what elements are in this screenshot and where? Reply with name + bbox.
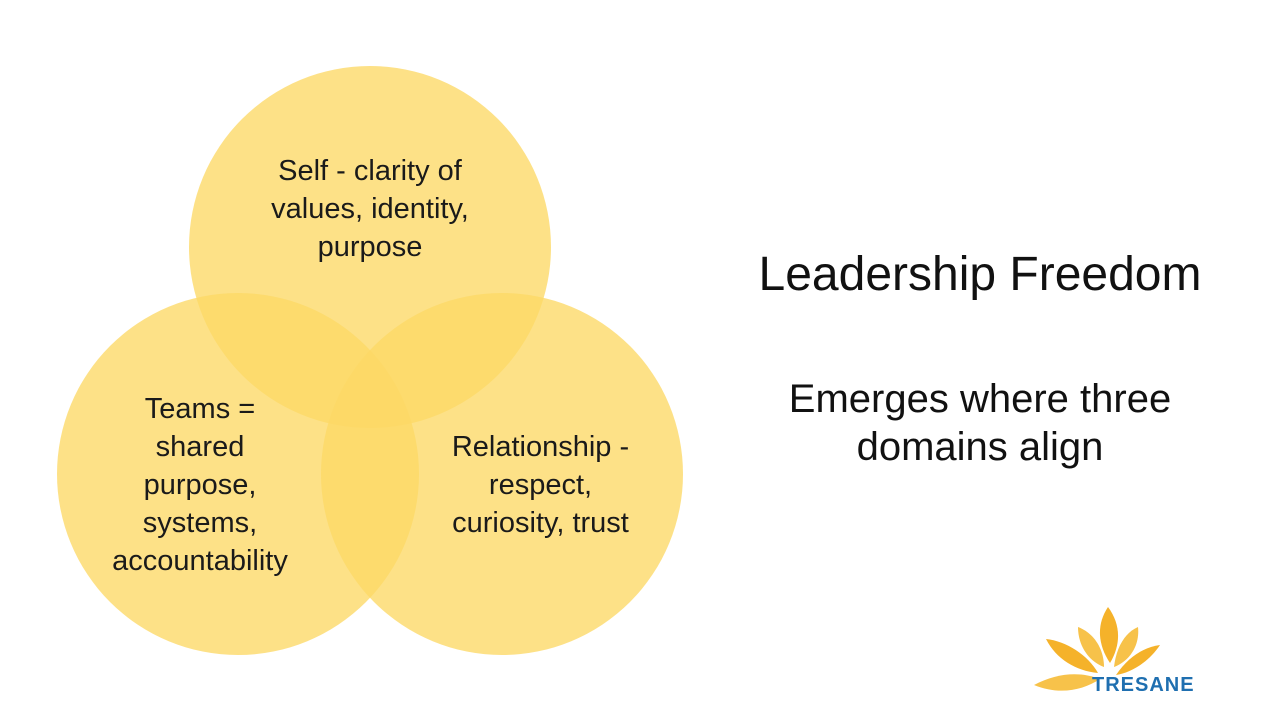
- label-teams-line: purpose,: [143, 469, 257, 501]
- venn-diagram: [57, 66, 683, 655]
- subtitle-line: domains align: [856, 425, 1104, 469]
- label-self-line: purpose: [317, 231, 423, 263]
- label-teams-line: systems,: [142, 507, 258, 539]
- label-self: Self - clarity of values, identity, purp…: [230, 152, 510, 266]
- label-self-line: Self - clarity of: [278, 155, 462, 187]
- leaf-burst-icon: [1034, 607, 1160, 691]
- label-relationship-line: respect,: [488, 469, 593, 501]
- slide-subtitle: Emerges where three domains align: [740, 375, 1220, 471]
- label-teams: Teams = shared purpose, systems, account…: [75, 390, 325, 580]
- label-teams-line: Teams =: [144, 393, 256, 425]
- label-relationship-line: curiosity, trust: [452, 507, 629, 539]
- label-relationship: Relationship - respect, curiosity, trust: [418, 428, 663, 542]
- label-self-line: values, identity,: [271, 193, 469, 225]
- circle-relationship: [321, 293, 683, 655]
- slide-title: Leadership Freedom: [758, 248, 1202, 301]
- label-teams-line: accountability: [112, 545, 288, 577]
- circle-teams: [57, 293, 419, 655]
- logo-text: TRESANE: [1092, 674, 1195, 696]
- subtitle-line: Emerges where three: [788, 377, 1172, 421]
- label-teams-line: shared: [155, 431, 245, 463]
- label-relationship-line: Relationship -: [451, 431, 630, 463]
